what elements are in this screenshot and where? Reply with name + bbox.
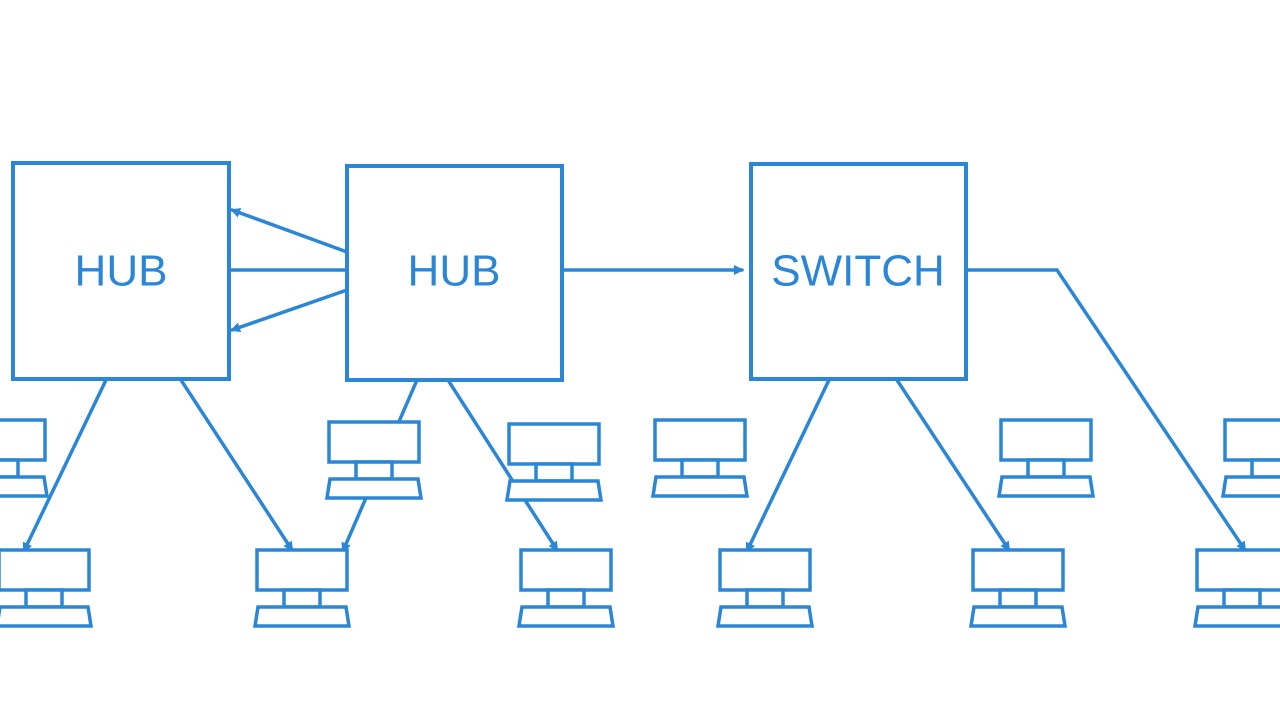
computer-keyboard (1220, 475, 1280, 498)
desktop-computer-icon (324, 420, 424, 500)
desktop-computer-icon (252, 548, 352, 628)
computer-stand (546, 588, 586, 609)
hub-center-device: HUB (345, 164, 564, 382)
computer-keyboard (0, 605, 94, 628)
link-hub-center-to-hub-left-bottom (230, 288, 349, 333)
computer-keyboard (715, 605, 815, 628)
desktop-computer-icon (0, 418, 50, 498)
desktop-computer-icon (968, 548, 1068, 628)
computer-keyboard (968, 605, 1068, 628)
desktop-computer-icon (715, 548, 815, 628)
desktop-computer-icon (650, 418, 750, 498)
computer-stand (998, 588, 1038, 609)
computer-monitor (507, 422, 601, 466)
switch-box (749, 162, 968, 381)
computer-keyboard (252, 605, 352, 628)
hub-left-label: HUB (75, 247, 168, 296)
computer-keyboard (504, 479, 604, 502)
computer-monitor (971, 548, 1065, 592)
link-hub-center-to-hub-left-top (230, 208, 349, 254)
computer-monitor (1223, 418, 1280, 462)
link-switch-to-computer-2 (895, 378, 1011, 552)
connections-layer (22, 208, 1247, 553)
computer-stand (354, 460, 394, 481)
hub-center-box (345, 164, 564, 382)
computer-stand (1222, 588, 1262, 609)
desktop-computer-icon (516, 548, 616, 628)
computer-stand (24, 588, 64, 609)
computer-stand (1026, 458, 1066, 479)
computer-monitor (1195, 548, 1280, 592)
desktop-computer-icon (1192, 548, 1280, 628)
desktop-computer-icon (1220, 418, 1280, 498)
computer-stand (1250, 458, 1280, 479)
computer-monitor (718, 548, 812, 592)
desktop-computer-icon (996, 418, 1096, 498)
computer-keyboard (650, 475, 750, 498)
computer-monitor (327, 420, 421, 464)
computer-monitor (255, 548, 349, 592)
computer-keyboard (996, 475, 1096, 498)
hub-center-label: HUB (408, 247, 501, 296)
switch-device: SWITCH (749, 162, 968, 381)
computer-stand (282, 588, 322, 609)
link-hub-left-to-computer-1 (22, 378, 108, 553)
computer-keyboard (0, 475, 50, 498)
link-switch-to-computer-1 (745, 378, 831, 553)
link-hub-center-to-computer-2 (446, 378, 559, 552)
computer-stand (680, 458, 720, 479)
computer-monitor (0, 548, 91, 592)
computer-keyboard (516, 605, 616, 628)
link-switch-to-computer-3 (964, 268, 1247, 552)
desktop-computer-icon (0, 548, 94, 628)
computer-monitor (653, 418, 747, 462)
hub-left-device: HUB (11, 161, 231, 381)
hub-left-box (11, 161, 231, 381)
computer-monitor (519, 548, 613, 592)
computer-stand (745, 588, 785, 609)
computer-monitor (999, 418, 1093, 462)
desktop-computer-icon (504, 422, 604, 502)
computer-monitor (0, 418, 47, 462)
computer-keyboard (1192, 605, 1280, 628)
computers-layer (0, 418, 1280, 628)
switch-label: SWITCH (771, 247, 945, 296)
computer-stand (0, 458, 20, 479)
computer-stand (534, 462, 574, 483)
link-hub-left-to-computer-2 (179, 378, 294, 552)
computer-keyboard (324, 477, 424, 500)
